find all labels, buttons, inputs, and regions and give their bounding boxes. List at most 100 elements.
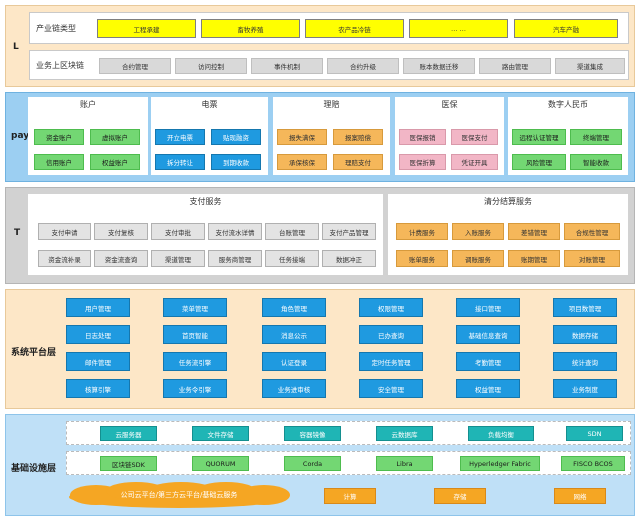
payment-item: 渠道管理: [151, 250, 205, 267]
industry-item: 畜牧养殖: [201, 19, 300, 38]
payment-item: 任务接端: [265, 250, 319, 267]
pay-group-ecny: 数字人民币 远程认证管理 终端管理 风险管理 智能收款: [508, 97, 628, 175]
pay-item: 风险管理: [512, 154, 566, 170]
platform-item: 用户管理: [66, 298, 130, 317]
payment-item: 支付复核: [94, 223, 148, 240]
pay-group-title: 医保: [441, 100, 458, 109]
payment-item: 支付产品管理: [322, 223, 376, 240]
resource-network: 网络: [554, 488, 606, 504]
clearing-item: 合规性管理: [564, 223, 620, 240]
platform-item: 定时任务管理: [359, 352, 423, 371]
platform-item: 安全管理: [359, 379, 423, 398]
pay-item: 拆分转让: [155, 154, 205, 170]
pay-group-account: 账户 资金账户 虚拟账户 信用账户 权益账户: [28, 97, 148, 175]
layer-l: L 产业链类型 工程承建 畜牧养殖 农产品冷链 … … 汽车产融 业务上区块链 …: [5, 5, 635, 87]
industry-item: 汽车产融: [514, 19, 618, 38]
industry-item: 工程承建: [97, 19, 196, 38]
pay-group-title: 数字人民币: [548, 100, 588, 109]
payment-item: 支付申请: [38, 223, 91, 240]
cloud-service-item: 文件存储: [192, 426, 249, 441]
clearing-service-title: 清分结算服务: [484, 197, 532, 206]
layer-pay-label: pay: [11, 131, 30, 141]
payment-service-title: 支付服务: [189, 197, 222, 206]
cloud-service-item: 负载均衡: [468, 426, 534, 441]
payment-item: 支付审批: [151, 223, 205, 240]
layer-t-label: T: [14, 228, 21, 238]
chain-platform-row: 区块链SDK QUORUM Corda Libra Hyperledger Fa…: [66, 451, 631, 475]
pay-item: 资金账户: [34, 129, 84, 145]
clearing-service-panel: 清分结算服务 计费服务 入账服务 差错管理 合规性管理 账单服务 调账服务 账期…: [388, 194, 628, 275]
platform-item: 基础信息查询: [456, 325, 520, 344]
pay-item: 信用账户: [34, 154, 84, 170]
pay-item: 到期收款: [211, 154, 261, 170]
pay-item: 权益账户: [90, 154, 140, 170]
industry-panel: 产业链类型 工程承建 畜牧养殖 农产品冷链 … … 汽车产融: [29, 12, 629, 44]
platform-item: 邮件管理: [66, 352, 130, 371]
payment-item: 资金流补录: [38, 250, 91, 267]
cloud-platform-label: 公司云平台/第三方云平台/基础云服务: [120, 491, 238, 499]
clearing-item: 计费服务: [396, 223, 448, 240]
payment-item: 台账管理: [265, 223, 319, 240]
layer-t: T 支付服务 支付申请 支付复核 支付审批 支付流水详情 台账管理 支付产品管理…: [5, 187, 635, 284]
payment-item: 资金流查询: [94, 250, 148, 267]
industry-item: 农产品冷链: [305, 19, 404, 38]
pay-group-bill: 电票 开立电票 贴现融资 拆分转让 到期收款: [151, 97, 268, 175]
clearing-item: 对账管理: [564, 250, 620, 267]
platform-item: 菜单管理: [163, 298, 227, 317]
pay-item: 智能收款: [570, 154, 622, 170]
pay-item: 报案赔偿: [333, 129, 383, 145]
cloud-service-item: 云数据库: [376, 426, 433, 441]
platform-item: 已办查询: [359, 325, 423, 344]
platform-item: 权限管理: [359, 298, 423, 317]
resource-compute: 计算: [324, 488, 376, 504]
layer-infra: 基础设施层 云服务器 文件存储 容器镜像 云数据库 负载均衡 SDN 区块链SD…: [5, 414, 635, 516]
pay-group-medical: 医保 医保报销 医保支付 医保折算 凭证开具: [395, 97, 504, 175]
clearing-item: 账单服务: [396, 250, 448, 267]
chain-business-item: 事件机制: [251, 58, 323, 74]
pay-item: 医保折算: [399, 154, 446, 170]
payment-service-panel: 支付服务 支付申请 支付复核 支付审批 支付流水详情 台账管理 支付产品管理 资…: [28, 194, 383, 275]
platform-item: 考勤管理: [456, 352, 520, 371]
pay-item: 医保报销: [399, 129, 446, 145]
pay-item: 远程认证管理: [512, 129, 566, 145]
platform-item: 业务制度: [553, 379, 617, 398]
platform-item: 统计查询: [553, 352, 617, 371]
cloud-service-item: 云服务器: [100, 426, 157, 441]
pay-group-claims: 理赔 报失满保 报案赔偿 承保核保 理赔支付: [273, 97, 390, 175]
chain-business-item: 合约升级: [327, 58, 399, 74]
pay-item: 终端管理: [570, 129, 622, 145]
layer-platform: 系统平台层 用户管理菜单管理角色管理权限管理接口管理项目数管理日志处理首页智能消…: [5, 289, 635, 409]
cloud-service-row: 云服务器 文件存储 容器镜像 云数据库 负载均衡 SDN: [66, 421, 631, 445]
chain-business-item: 账本数据迁移: [403, 58, 475, 74]
chain-business-item: 合约管理: [99, 58, 171, 74]
cloud-service-item: 容器镜像: [284, 426, 341, 441]
cloud-platform-icon: [69, 482, 290, 508]
chain-platform-item: FISCO BCOS: [561, 456, 625, 471]
pay-item: 凭证开具: [451, 154, 498, 170]
clearing-item: 调账服务: [452, 250, 504, 267]
platform-item: 首页智能: [163, 325, 227, 344]
chain-business-panel: 业务上区块链 合约管理 访问控制 事件机制 合约升级 账本数据迁移 路由管理 渠…: [29, 50, 629, 80]
clearing-item: 差错管理: [508, 223, 560, 240]
chain-platform-item: QUORUM: [192, 456, 249, 471]
pay-item: 报失满保: [277, 129, 327, 145]
industry-label: 产业链类型: [36, 24, 76, 33]
payment-item: 支付流水详情: [208, 223, 262, 240]
layer-platform-label: 系统平台层: [11, 348, 57, 358]
platform-item: 任务流引擎: [163, 352, 227, 371]
platform-item: 数据存储: [553, 325, 617, 344]
platform-item: 接口管理: [456, 298, 520, 317]
clearing-item: 入账服务: [452, 223, 504, 240]
layer-pay: pay 账户 资金账户 虚拟账户 信用账户 权益账户 电票 开立电票 贴现融资 …: [5, 92, 635, 182]
pay-group-title: 电票: [201, 100, 218, 109]
platform-item: 消息公示: [262, 325, 326, 344]
chain-business-item: 路由管理: [479, 58, 551, 74]
clearing-item: 账期管理: [508, 250, 560, 267]
platform-item: 业务进审核: [262, 379, 326, 398]
pay-group-title: 账户: [80, 100, 96, 109]
chain-business-item: 渠道集成: [555, 58, 625, 74]
pay-item: 理赔支付: [333, 154, 383, 170]
pay-item: 虚拟账户: [90, 129, 140, 145]
pay-item: 承保核保: [277, 154, 327, 170]
layer-l-label: L: [13, 42, 19, 52]
